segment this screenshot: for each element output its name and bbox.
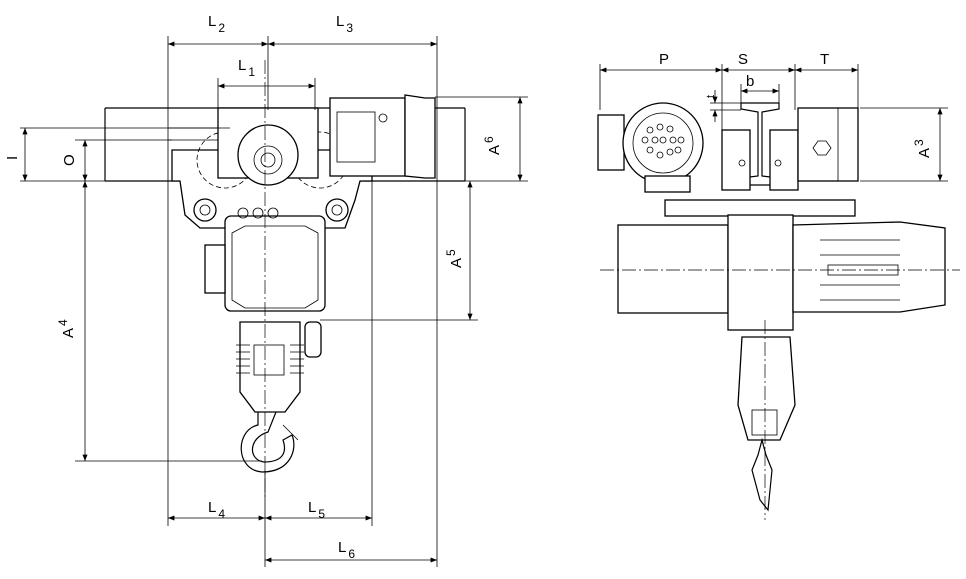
hook bbox=[240, 411, 295, 473]
side-plate bbox=[721, 129, 751, 191]
hoist-motor bbox=[224, 215, 326, 312]
label-A5: A5 bbox=[444, 249, 465, 268]
label-A6: A6 bbox=[482, 136, 503, 155]
dimension-lines-side bbox=[600, 67, 943, 181]
hook-block-side bbox=[737, 336, 796, 441]
fan-grille-icon bbox=[641, 123, 685, 159]
wheel-bolt bbox=[193, 198, 217, 222]
hook-side bbox=[751, 437, 773, 512]
label-P: P bbox=[659, 51, 669, 68]
hoist-frame bbox=[727, 214, 794, 331]
terminal-box bbox=[597, 114, 625, 171]
drive-wheel bbox=[237, 124, 299, 186]
dimension-lines-front bbox=[22, 41, 523, 563]
front-view bbox=[104, 60, 466, 500]
brake-box bbox=[797, 107, 859, 182]
cross-shaft bbox=[664, 199, 856, 217]
motor-housing bbox=[329, 97, 406, 177]
side-plate bbox=[769, 129, 799, 191]
label-t: t bbox=[705, 95, 717, 98]
extension-lines-side bbox=[599, 64, 948, 182]
extension-lines bbox=[20, 36, 528, 567]
label-S: S bbox=[738, 51, 748, 68]
side-view bbox=[597, 102, 960, 520]
control-pendant bbox=[304, 321, 322, 358]
label-A3: A3 bbox=[912, 139, 933, 158]
wheel-bolt bbox=[325, 198, 349, 222]
hook-block bbox=[239, 321, 301, 413]
label-O: O bbox=[61, 154, 78, 166]
label-I: I bbox=[4, 156, 21, 160]
label-A4: A4 bbox=[56, 319, 77, 338]
labels-side: P S T b t A3 bbox=[659, 51, 933, 158]
label-T: T bbox=[820, 51, 829, 68]
gearbox bbox=[617, 224, 729, 314]
hoist-motor-side bbox=[792, 221, 946, 313]
label-b: b bbox=[746, 73, 754, 90]
